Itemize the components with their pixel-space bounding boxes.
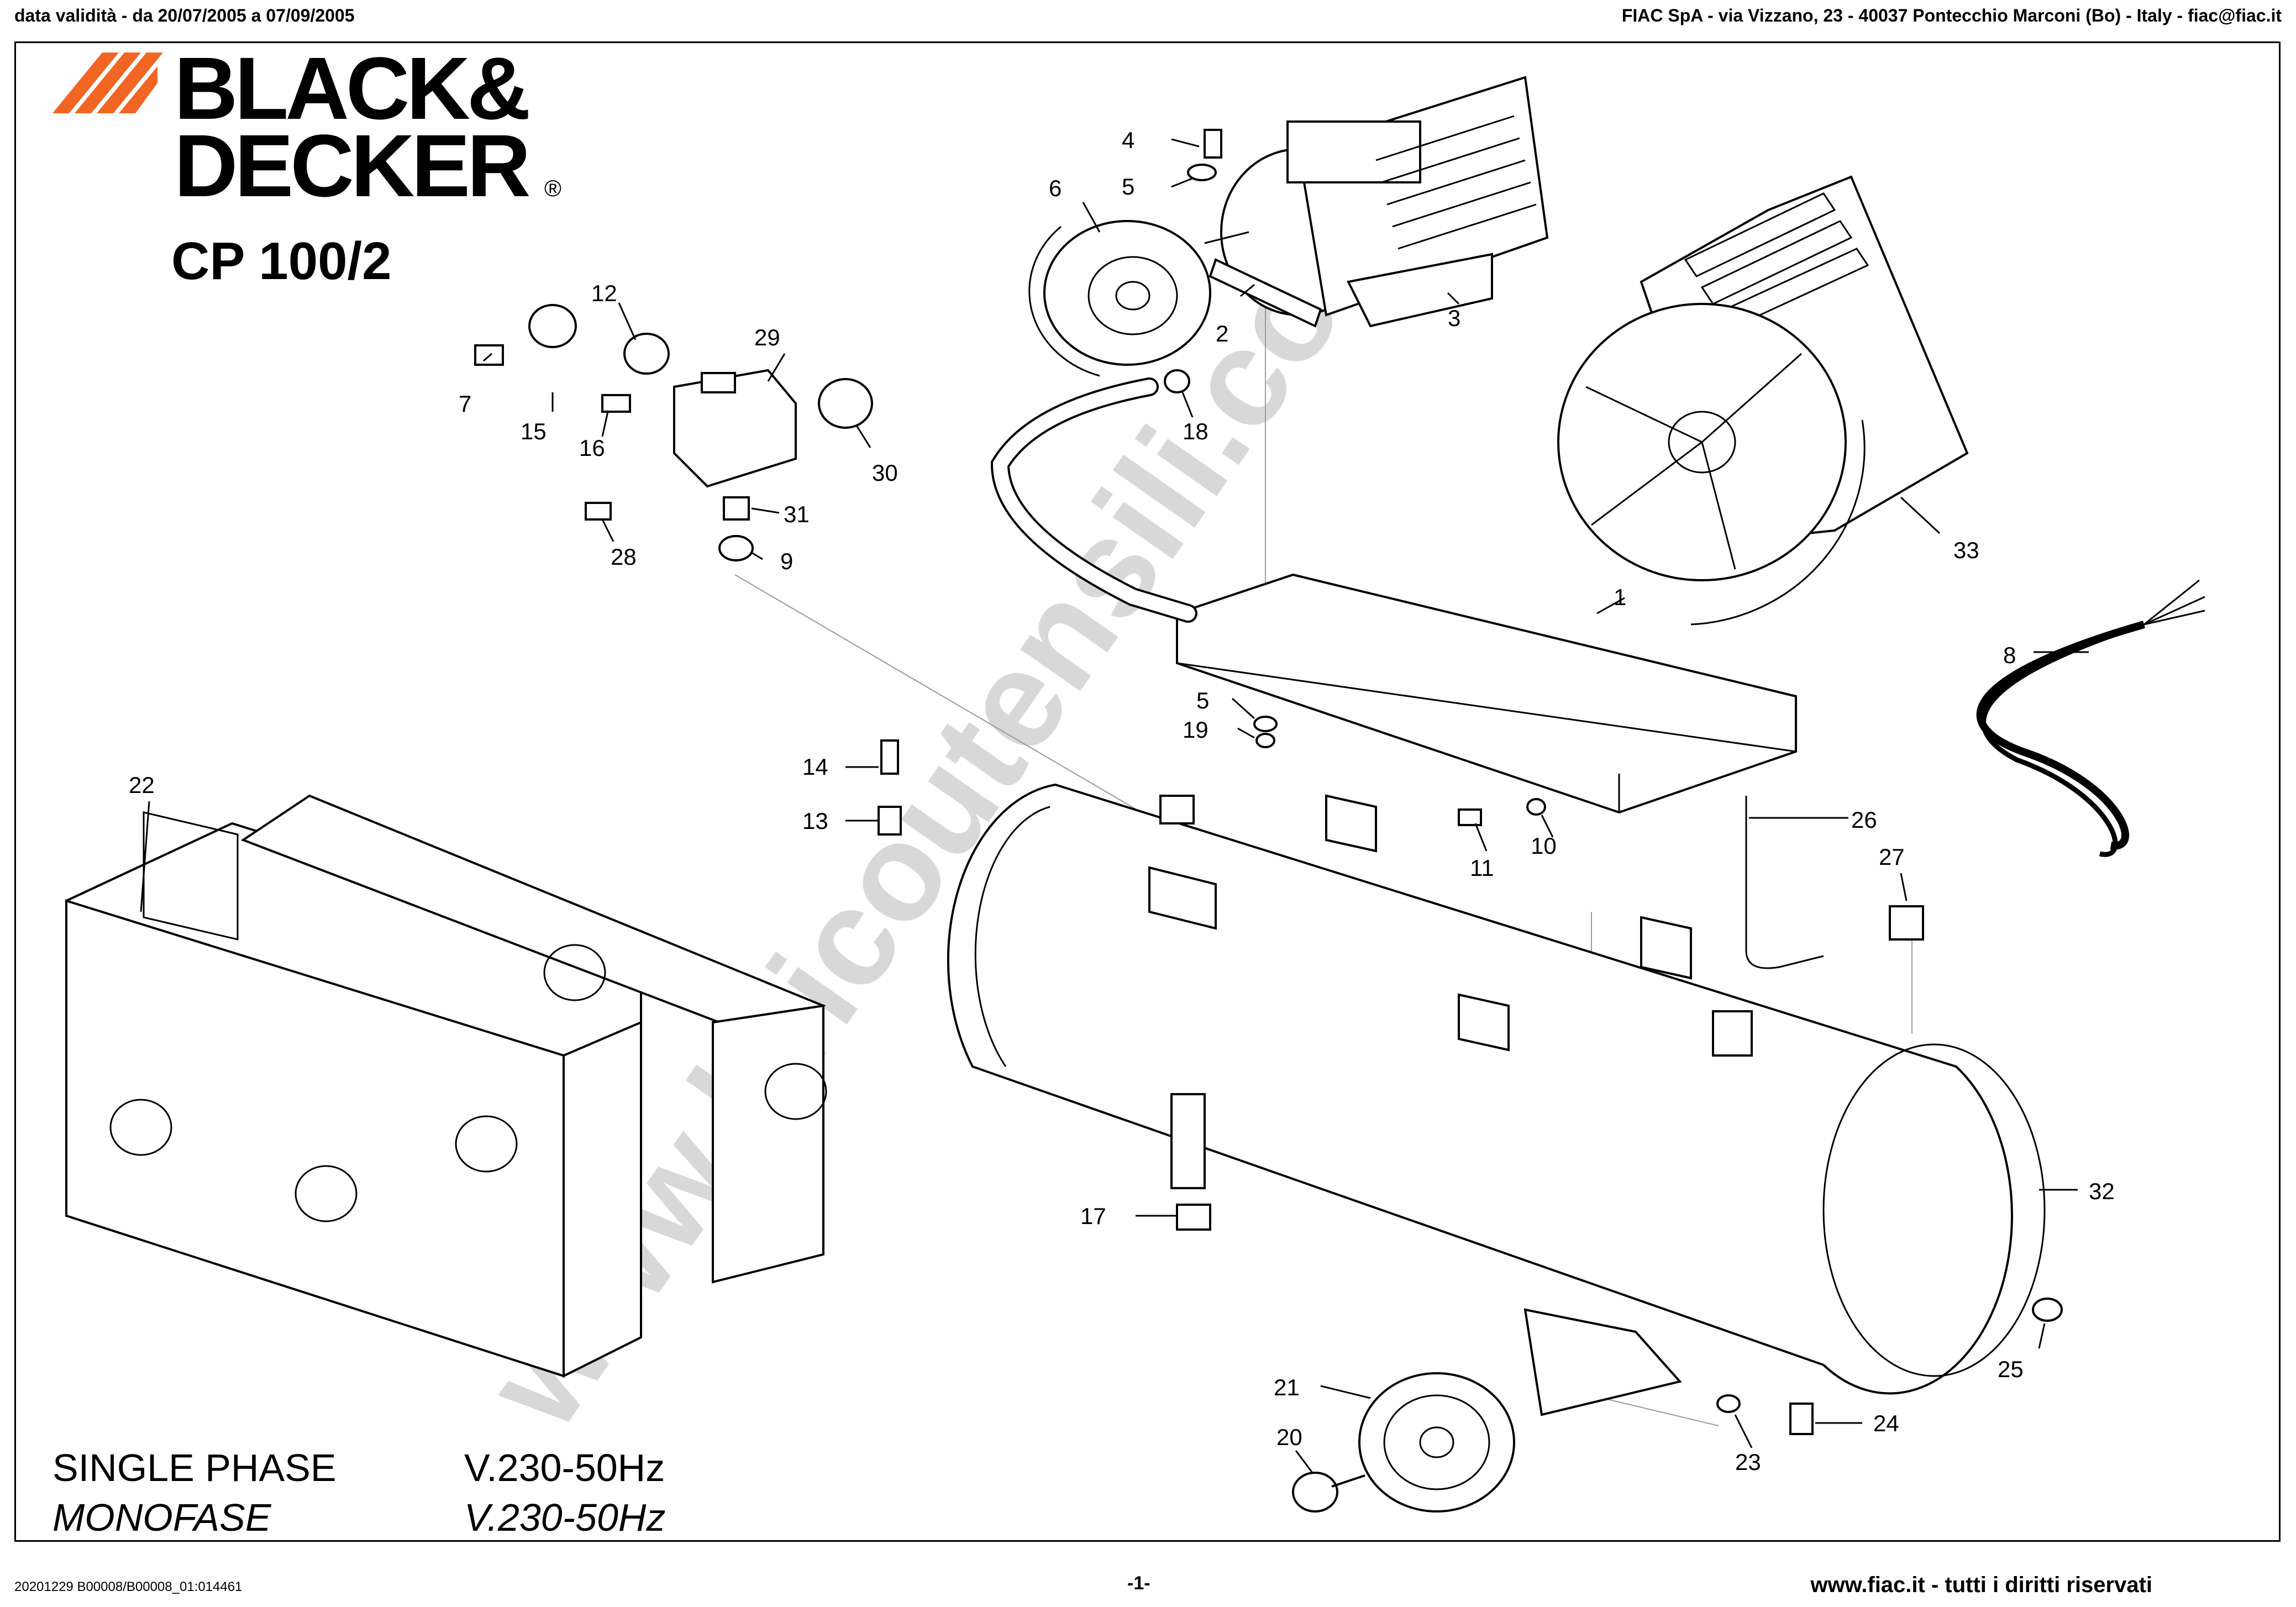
callout-5a: 5 bbox=[1122, 174, 1134, 199]
callout-22: 22 bbox=[129, 772, 155, 798]
callout-5b: 5 bbox=[1196, 687, 1209, 713]
callout-18: 18 bbox=[1183, 418, 1209, 444]
brand-logo: BLACK& DECKER ® bbox=[52, 39, 561, 215]
callout-6: 6 bbox=[1049, 175, 1062, 201]
brand-registered: ® bbox=[544, 175, 561, 201]
phase-value-en: V.230-50Hz bbox=[464, 1446, 665, 1489]
callout-1: 1 bbox=[1614, 584, 1626, 610]
callout-25: 25 bbox=[1998, 1356, 2024, 1382]
callout-3: 3 bbox=[1448, 305, 1460, 331]
callout-2: 2 bbox=[1216, 321, 1228, 346]
callout-20: 20 bbox=[1276, 1424, 1302, 1450]
power-cable bbox=[1976, 579, 2205, 857]
delivery-pipe bbox=[1745, 796, 1824, 969]
callout-23: 23 bbox=[1735, 1449, 1761, 1475]
belt-guard bbox=[65, 794, 827, 1378]
compressor-pump bbox=[1557, 175, 1969, 626]
callout-32: 32 bbox=[2089, 1178, 2115, 1204]
callout-10: 10 bbox=[1531, 833, 1557, 859]
callout-26: 26 bbox=[1851, 807, 1877, 833]
callout-29: 29 bbox=[754, 324, 780, 350]
company-address: FIAC SpA - via Vizzano, 23 - 40037 Ponte… bbox=[1621, 6, 2282, 25]
callout-8: 8 bbox=[2003, 642, 2016, 668]
model-title: CP 100/2 bbox=[171, 232, 392, 291]
vent-grilles bbox=[109, 944, 827, 1222]
callout-11: 11 bbox=[1470, 855, 1494, 881]
callout-21: 21 bbox=[1274, 1374, 1300, 1400]
callout-16: 16 bbox=[579, 435, 605, 461]
callout-4: 4 bbox=[1122, 127, 1134, 153]
callout-15: 15 bbox=[521, 418, 547, 444]
electric-motor bbox=[1204, 76, 1549, 328]
callout-19: 19 bbox=[1183, 717, 1209, 743]
document-code: 20201229 B00008/B00008_01:014461 bbox=[14, 1579, 243, 1594]
drawing-frame bbox=[14, 41, 2281, 1542]
motor-pulley bbox=[1028, 220, 1211, 377]
callout-13: 13 bbox=[802, 808, 828, 834]
phase-label-it: MONOFASE bbox=[52, 1496, 272, 1539]
motor-base-plate bbox=[1176, 573, 1797, 814]
pressure-switch bbox=[673, 369, 797, 488]
callout-9: 9 bbox=[780, 548, 793, 574]
callout-7: 7 bbox=[459, 391, 471, 417]
callout-33: 33 bbox=[1953, 537, 1979, 563]
page-number: -1- bbox=[1127, 1573, 1150, 1594]
callout-17: 17 bbox=[1080, 1203, 1106, 1229]
callout-28: 28 bbox=[611, 544, 637, 570]
validity-date: data validità - da 20/07/2005 a 07/09/20… bbox=[14, 6, 355, 25]
callout-31: 31 bbox=[784, 501, 810, 527]
brand-stripes-icon bbox=[52, 52, 163, 113]
brand-line-2: DECKER bbox=[174, 116, 529, 215]
website-link[interactable]: www.fiac.it - tutti i diritti riservati bbox=[1810, 1573, 2152, 1597]
callout-12: 12 bbox=[591, 280, 617, 306]
brand-line-1: BLACK& bbox=[174, 39, 528, 138]
callout-leaders bbox=[140, 138, 2089, 1473]
callout-30: 30 bbox=[872, 460, 898, 486]
callout-14: 14 bbox=[802, 754, 828, 780]
drive-belt bbox=[1209, 258, 1322, 328]
air-tank bbox=[947, 783, 2046, 1416]
phase-value-it: V.230-50Hz bbox=[464, 1496, 665, 1539]
callout-numbers: 1 2 3 4 5 5 6 7 8 9 10 11 12 13 14 15 16… bbox=[129, 127, 2115, 1475]
wheel bbox=[1358, 1372, 1515, 1513]
callout-27: 27 bbox=[1879, 844, 1905, 870]
phase-label-en: SINGLE PHASE bbox=[52, 1446, 337, 1489]
small-fittings bbox=[474, 129, 2063, 1513]
callout-24: 24 bbox=[1873, 1410, 1899, 1436]
